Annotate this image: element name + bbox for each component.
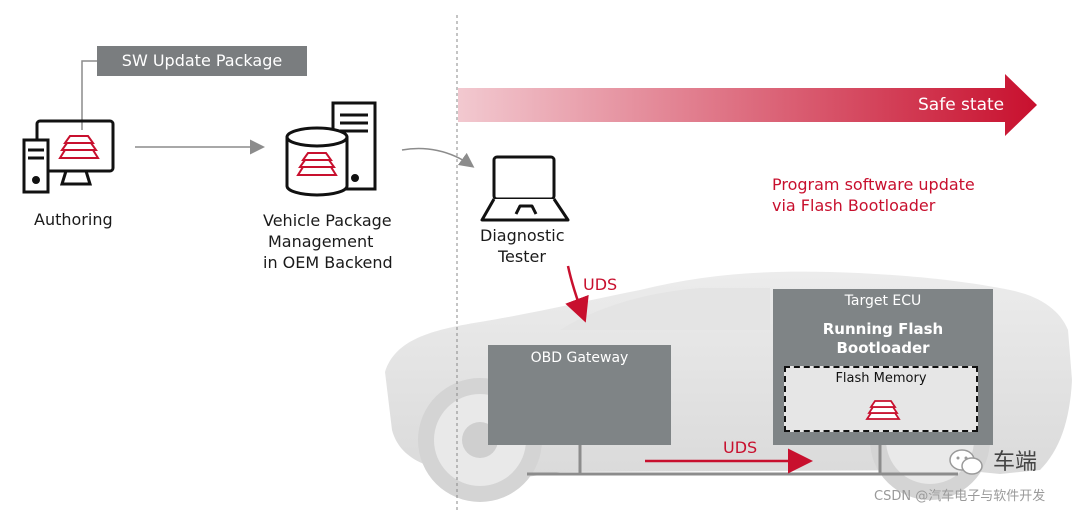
diagnostic-tester-line1: Diagnostic	[480, 226, 565, 245]
wechat-icon	[949, 449, 983, 475]
vehicle-package-label: Vehicle Package Management in OEM Backen…	[255, 210, 415, 273]
vehicle-package-line2: Management	[268, 232, 374, 251]
uds-vertical-label: UDS	[583, 275, 618, 294]
running-flash-line2: Bootloader	[836, 339, 930, 357]
obd-gateway-label: OBD Gateway	[530, 350, 629, 366]
arrow-backend-to-tester	[401, 147, 475, 168]
obd-gateway-box: OBD Gateway	[488, 345, 671, 445]
diagnostic-tester-label: Diagnostic Tester	[470, 225, 590, 267]
running-flash-line1: Running Flash	[822, 320, 944, 338]
sw-update-package-text: SW Update Package	[121, 51, 283, 70]
target-ecu-label: Target ECU	[844, 293, 922, 309]
authoring-label: Authoring	[34, 210, 113, 229]
watermark-main: 车端	[993, 450, 1038, 475]
uds-horizontal-label: UDS	[723, 438, 758, 457]
program-update-label: Program software update via Flash Bootlo…	[772, 174, 975, 216]
sw-update-package-label: SW Update Package	[97, 46, 307, 76]
flash-package-icon	[865, 400, 901, 420]
package-stack-icon	[58, 135, 100, 159]
server-database-icon	[285, 101, 377, 197]
package-connector	[81, 60, 97, 130]
watermark-credit: CSDN @汽车电子与软件开发	[874, 489, 1046, 504]
vehicle-bus	[527, 445, 958, 476]
laptop-icon	[480, 155, 570, 222]
diagnostic-tester-line2: Tester	[498, 247, 546, 266]
vehicle-package-line3: in OEM Backend	[263, 253, 393, 272]
wechat-logo	[947, 448, 987, 478]
program-update-line1: Program software update	[772, 175, 975, 194]
flash-memory-box: Flash Memory	[784, 366, 978, 432]
computer-icon	[22, 119, 115, 194]
safe-state-arrow	[458, 74, 1037, 136]
uds-vertical-arrow	[565, 265, 589, 323]
flash-memory-label: Flash Memory	[835, 371, 927, 386]
target-ecu-box: Target ECU Running Flash Bootloader Flas…	[773, 289, 993, 445]
safe-state-label: Safe state	[918, 95, 1005, 115]
vehicle-package-line1: Vehicle Package	[263, 211, 392, 230]
backend-package-icon	[296, 152, 338, 176]
program-update-line2: via Flash Bootloader	[772, 196, 936, 215]
